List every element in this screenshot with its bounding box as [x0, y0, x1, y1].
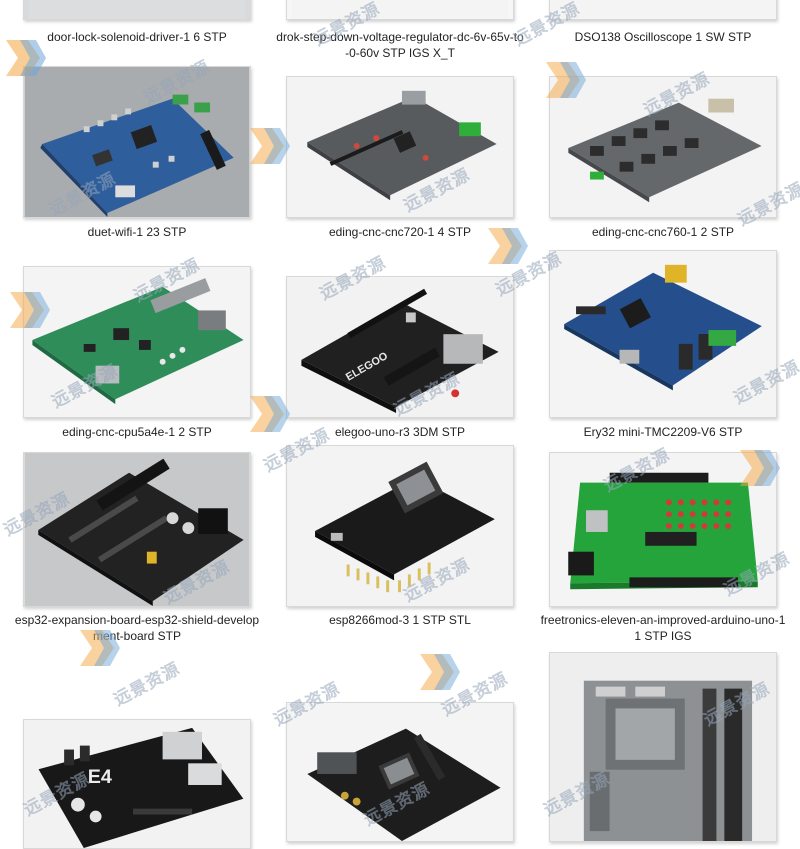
- thumbnail-eding-cnc-cpu5a4e[interactable]: [23, 266, 251, 418]
- thumbnail-eding-cnc-cnc720[interactable]: [286, 76, 514, 218]
- caption[interactable]: eding-cnc-cnc760-1 2 STP: [591, 225, 735, 239]
- thumbnail-dso138-oscilloscope[interactable]: [549, 0, 777, 20]
- caption[interactable]: elegoo-uno-r3 3DM STP: [334, 425, 466, 439]
- board-label: E4: [88, 766, 112, 788]
- thumbnail-duet-wifi[interactable]: [23, 66, 251, 218]
- thumbnail-mini-itx-board-gray[interactable]: [549, 652, 777, 842]
- caption[interactable]: eding-cnc-cnc720-1 4 STP: [328, 225, 472, 239]
- thumbnail-eding-cnc-cnc760[interactable]: [549, 76, 777, 218]
- thumbnail-ery32-mini[interactable]: [549, 250, 777, 418]
- thumbnail-elegoo-uno-r3[interactable]: ELEGOO: [286, 276, 514, 418]
- caption[interactable]: door-lock-solenoid-driver-1 6 STP: [47, 30, 227, 44]
- caption[interactable]: drok-step-down-voltage-regulator-dc-6v-6…: [276, 30, 524, 60]
- watermark-text: 远景资源: [110, 658, 184, 711]
- caption[interactable]: Ery32 mini-TMC2209-V6 STP: [583, 425, 743, 439]
- caption[interactable]: DSO138 Oscilloscope 1 SW STP: [574, 30, 752, 44]
- thumbnail-esp32-expansion-board[interactable]: [23, 452, 251, 607]
- thumbnail-freetronics-eleven[interactable]: [549, 452, 777, 607]
- thumbnail-drok-voltage-regulator[interactable]: [286, 0, 514, 20]
- thumbnail-esp8266mod[interactable]: [286, 445, 514, 607]
- caption[interactable]: freetronics-eleven-an-improved-arduino-u…: [540, 613, 786, 643]
- thumbnail-door-lock-solenoid-driver[interactable]: [23, 0, 251, 20]
- thumbnail-mini-itx-motherboard[interactable]: [286, 702, 514, 842]
- watermark-logo-icon: [420, 654, 460, 695]
- caption[interactable]: duet-wifi-1 23 STP: [87, 225, 187, 239]
- caption[interactable]: esp32-expansion-board-esp32-shield-devel…: [14, 613, 260, 643]
- caption[interactable]: esp8266mod-3 1 STP STL: [329, 613, 471, 627]
- thumbnail-e4-board[interactable]: E4: [23, 719, 251, 849]
- watermark-logo-icon: [250, 128, 290, 169]
- caption[interactable]: eding-cnc-cpu5a4e-1 2 STP: [62, 425, 212, 439]
